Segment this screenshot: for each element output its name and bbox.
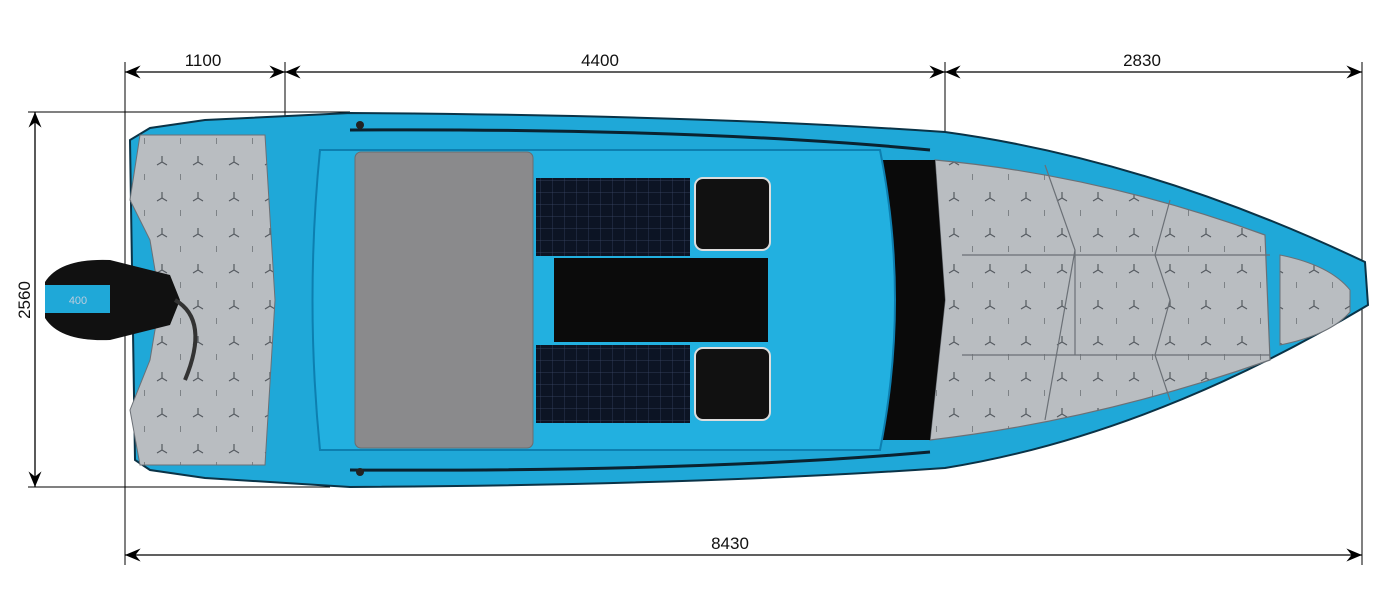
dim-label-bow: 2830 — [1123, 51, 1161, 70]
dimension-lines — [28, 65, 1362, 562]
roof-hatch-bottom — [694, 347, 771, 421]
dim-label-overall: 8430 — [711, 534, 749, 553]
dim-label-stern: 1100 — [185, 51, 222, 70]
boat-top-view: 400 — [45, 111, 1370, 489]
windshield — [880, 160, 945, 440]
solar-panel-top — [536, 178, 690, 256]
stern-deck — [129, 134, 276, 466]
solar-panel-bottom — [536, 345, 690, 423]
roof-hatch-top — [694, 177, 771, 251]
dim-label-beam: 2560 — [15, 281, 34, 319]
bow-deck — [929, 159, 1271, 441]
dim-label-cabin: 4400 — [581, 51, 619, 70]
motor-logo: 400 — [69, 295, 87, 307]
roof-pad — [354, 151, 534, 449]
bow-tip-deck — [1279, 254, 1351, 346]
roof-hatch-panel — [554, 258, 768, 342]
outboard-motor: 400 — [45, 259, 198, 381]
